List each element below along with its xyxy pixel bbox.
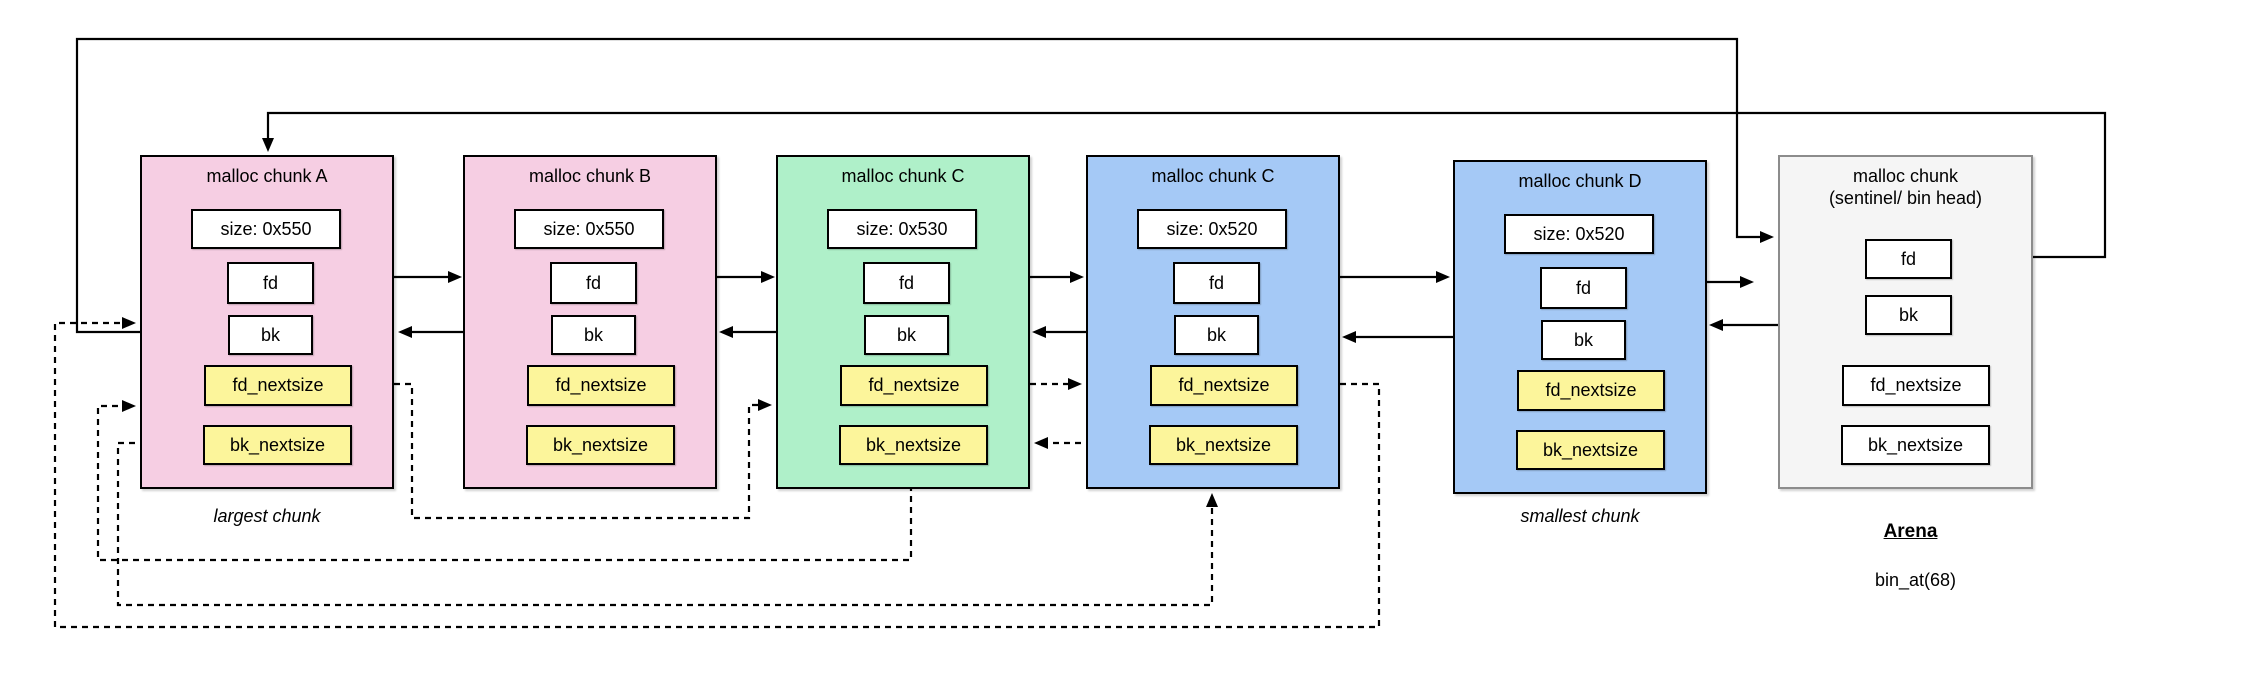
chunk-a-fd-field: fd <box>227 262 314 304</box>
chunk-a: malloc chunk A size: 0x550 fd bk fd_next… <box>140 155 394 489</box>
chunk-c-green: malloc chunk C size: 0x530 fd bk fd_next… <box>776 155 1030 489</box>
chunk-sentinel-title-line1: malloc chunk <box>1852 166 1959 186</box>
chunk-c-blue-size-field: size: 0x520 <box>1137 209 1287 249</box>
chunk-sentinel: malloc chunk (sentinel/ bin head) fd bk … <box>1778 155 2033 489</box>
chunk-a-bk-nextsize-field: bk_nextsize <box>203 425 352 465</box>
chunk-b: malloc chunk B size: 0x550 fd bk fd_next… <box>463 155 717 489</box>
arrow-a-bk-to-sentinel <box>75 37 1774 334</box>
chunk-d-title: malloc chunk D <box>1518 171 1642 191</box>
chunk-a-title: malloc chunk A <box>206 166 328 186</box>
chunk-b-title: malloc chunk B <box>528 166 652 186</box>
chunk-sentinel-bk-field: bk <box>1865 295 1952 335</box>
chunk-a-bk-field: bk <box>228 315 313 355</box>
chunk-c-green-fd-nextsize-field: fd_nextsize <box>840 365 988 406</box>
caption-smallest-chunk: smallest chunk <box>1520 506 1640 526</box>
chunk-c-green-bk-field: bk <box>864 315 949 355</box>
chunk-c-green-title: malloc chunk C <box>841 166 965 186</box>
arrow-c-bknextsize-to-a <box>96 400 913 562</box>
chunk-c-green-bk-nextsize-field: bk_nextsize <box>839 425 988 465</box>
chunk-d-bk-nextsize-field: bk_nextsize <box>1516 430 1665 470</box>
chunk-c-blue-title: malloc chunk C <box>1151 166 1275 186</box>
bin-at-label: bin_at(68) <box>1874 570 1957 590</box>
chunk-c-blue-fd-field: fd <box>1173 262 1260 304</box>
chunk-d-fd-nextsize-field: fd_nextsize <box>1517 370 1665 411</box>
chunk-sentinel-fd-field: fd <box>1865 239 1952 279</box>
chunk-sentinel-title: malloc chunk (sentinel/ bin head) <box>1780 165 2031 209</box>
chunk-d: malloc chunk D size: 0x520 fd bk fd_next… <box>1453 160 1707 494</box>
chunk-d-bk-field: bk <box>1541 320 1626 360</box>
chunk-sentinel-title-line2: (sentinel/ bin head) <box>1828 188 1983 208</box>
chunk-a-fd-nextsize-field: fd_nextsize <box>204 365 352 406</box>
caption-largest-chunk: largest chunk <box>213 506 321 526</box>
chunk-d-fd-field: fd <box>1540 267 1627 309</box>
chunk-c-green-size-field: size: 0x530 <box>827 209 977 249</box>
chunk-b-fd-nextsize-field: fd_nextsize <box>527 365 675 406</box>
chunk-b-fd-field: fd <box>550 262 637 304</box>
chunk-c-blue-fd-nextsize-field: fd_nextsize <box>1150 365 1298 406</box>
arrow-sentinel-fd-to-a <box>262 111 2107 259</box>
chunk-sentinel-fd-nextsize-field: fd_nextsize <box>1842 365 1990 406</box>
chunk-b-size-field: size: 0x550 <box>514 209 664 249</box>
chunk-sentinel-bk-nextsize-field: bk_nextsize <box>1841 425 1990 465</box>
chunk-c-green-fd-field: fd <box>863 262 950 304</box>
chunk-a-size-field: size: 0x550 <box>191 209 341 249</box>
arena-label: Arena <box>1883 521 1938 542</box>
chunk-d-size-field: size: 0x520 <box>1504 214 1654 254</box>
arrow-c2-fdnextsize-to-a <box>53 317 1381 629</box>
chunk-b-bk-field: bk <box>551 315 636 355</box>
chunk-c-blue-bk-nextsize-field: bk_nextsize <box>1149 425 1298 465</box>
chunk-b-bk-nextsize-field: bk_nextsize <box>526 425 675 465</box>
arrow-a-fdnextsize-to-c <box>350 382 772 520</box>
chunk-c-blue-bk-field: bk <box>1174 315 1259 355</box>
chunk-c-blue: malloc chunk C size: 0x520 fd bk fd_next… <box>1086 155 1340 489</box>
